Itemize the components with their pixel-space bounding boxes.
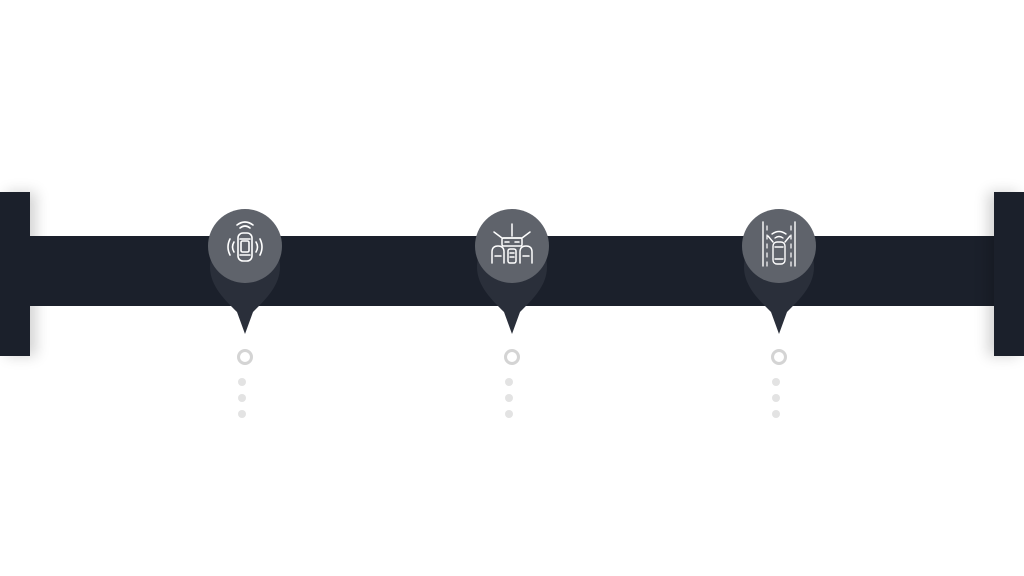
car-interior-icon bbox=[491, 223, 533, 264]
node-pin bbox=[208, 209, 282, 334]
timeline-right-cap bbox=[994, 192, 1024, 356]
connector-dot bbox=[505, 394, 513, 402]
connector-dot bbox=[772, 378, 780, 386]
lane-assist-icon bbox=[762, 221, 796, 267]
car-sensor-icon bbox=[227, 221, 263, 262]
timeline-node-3 bbox=[739, 208, 819, 418]
connector-dot bbox=[238, 378, 246, 386]
node-marker-ring bbox=[504, 349, 520, 365]
connector-dot bbox=[238, 394, 246, 402]
timeline-node-2 bbox=[472, 208, 552, 418]
timeline-node-1 bbox=[205, 208, 285, 418]
connector-dot bbox=[238, 410, 246, 418]
node-marker-ring bbox=[771, 349, 787, 365]
node-pin bbox=[742, 209, 816, 334]
connector-dot bbox=[505, 378, 513, 386]
timeline-left-cap bbox=[0, 192, 30, 356]
node-marker-ring bbox=[237, 349, 253, 365]
connector-dot bbox=[505, 410, 513, 418]
connector-dot bbox=[772, 410, 780, 418]
connector-dot bbox=[772, 394, 780, 402]
